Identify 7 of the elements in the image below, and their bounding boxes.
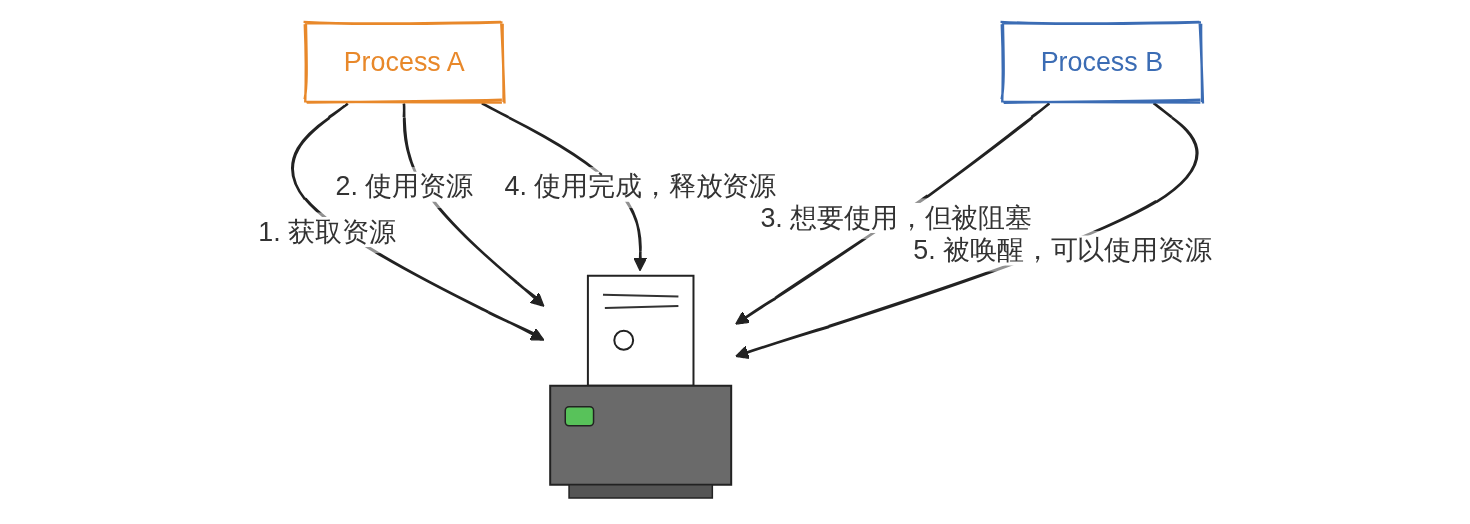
- edge-label: 1. 获取资源: [258, 216, 396, 248]
- edge-label: 4. 使用完成，释放资源: [504, 171, 777, 202]
- edge-label: 2. 使用资源: [335, 171, 473, 202]
- edge-label: 5. 被唤醒，可以使用资源: [913, 235, 1212, 266]
- edge-label: 3. 想要使用，但被阻塞: [760, 202, 1033, 233]
- node-text: Process B: [1040, 46, 1164, 77]
- node-text: Process A: [343, 46, 465, 77]
